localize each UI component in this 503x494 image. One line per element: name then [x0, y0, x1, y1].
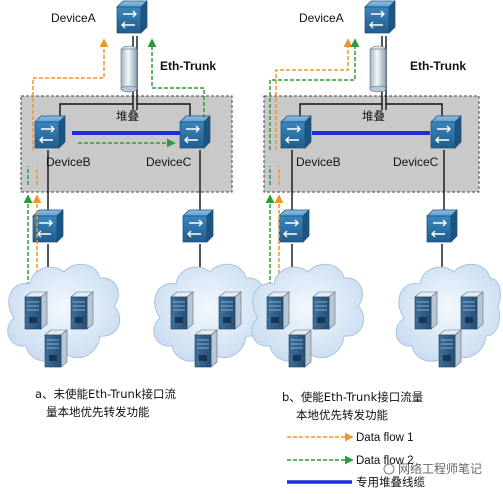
legend-flow2-label: Data flow 2 [356, 455, 414, 467]
device-b-label: DeviceB [46, 155, 91, 169]
server-icon [170, 291, 194, 330]
legend: Data flow 1 Data flow 2 专用堆叠线缆 [287, 432, 425, 489]
server-icon [288, 329, 312, 368]
cloud-icon [395, 263, 501, 362]
cloud-icon [7, 263, 121, 362]
watermark-text: 网络工程师笔记 [398, 461, 482, 476]
legend-flow1-label: Data flow 1 [356, 432, 414, 444]
legend-stack-cable-label: 专用堆叠线缆 [356, 475, 425, 489]
caption-a-line1: a、未使能Eth-Trunk接口流 [35, 387, 177, 401]
switch-icon [364, 0, 396, 34]
switch-icon [182, 209, 214, 243]
switch-icon [34, 115, 66, 149]
data-flow-2-path [147, 38, 205, 118]
switch-icon [179, 115, 211, 149]
data-flow-2-path [269, 40, 355, 185]
watermark: 网络工程师笔记 [383, 461, 482, 476]
device-c-label: DeviceC [393, 155, 439, 169]
switch-icon [280, 115, 312, 149]
data-flow-1-path [32, 40, 104, 185]
server-icon [414, 291, 438, 330]
server-icon [438, 329, 462, 368]
panel-a: DeviceA Eth-Trunk 堆叠 DeviceB DeviceC a、未… [7, 0, 267, 419]
stack-label: 堆叠 [362, 109, 385, 123]
caption-b-line1: b、使能Eth-Trunk接口流量 [282, 390, 423, 404]
caption-b-line2: 本地优先转发功能 [296, 408, 388, 422]
server-icon [24, 291, 48, 330]
trunk-connector-icon [369, 45, 387, 93]
device-c-label: DeviceC [146, 155, 192, 169]
server-icon [218, 291, 242, 330]
switch-icon [116, 0, 148, 34]
stack-label: 堆叠 [116, 109, 139, 123]
caption-a-line2: 量本地优先转发功能 [46, 405, 150, 419]
wechat-icon [383, 463, 395, 475]
server-icon [460, 291, 484, 330]
cloud-icon [251, 263, 365, 362]
eth-trunk-label: Eth-Trunk [410, 59, 466, 73]
device-a-label: DeviceA [299, 11, 344, 25]
server-icon [312, 291, 336, 330]
server-icon [70, 291, 94, 330]
trunk-connector-icon [120, 45, 138, 93]
switch-icon [430, 115, 462, 149]
switch-icon [426, 209, 458, 243]
panel-b: DeviceA Eth-Trunk 堆叠 DeviceB DeviceC b、使… [251, 0, 501, 422]
data-flow-1-path [275, 40, 348, 185]
server-icon [44, 329, 68, 368]
switch-icon [278, 209, 310, 243]
server-icon [194, 329, 218, 368]
server-icon [266, 291, 290, 330]
device-a-label: DeviceA [51, 11, 96, 25]
device-b-label: DeviceB [296, 155, 341, 169]
eth-trunk-label: Eth-Trunk [160, 59, 216, 73]
